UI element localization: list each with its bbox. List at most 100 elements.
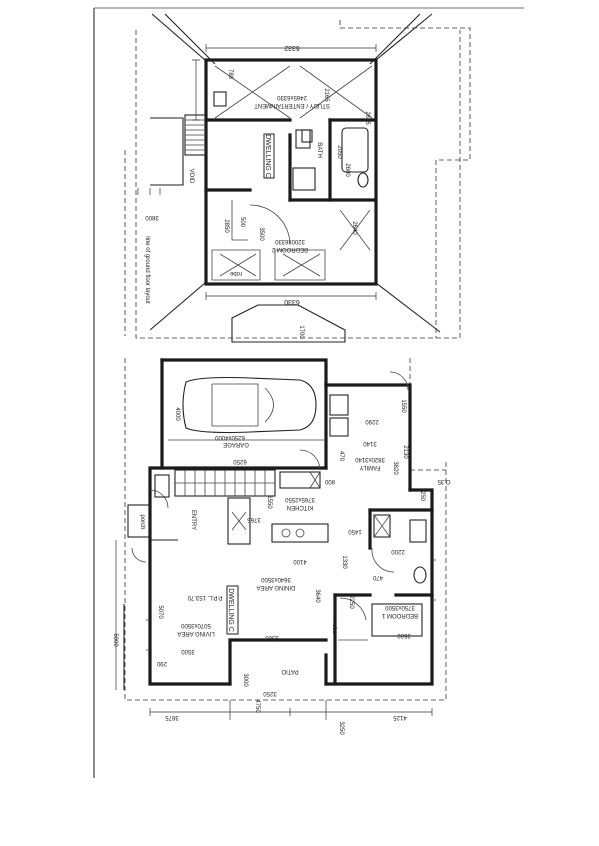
sink-icon <box>281 528 291 538</box>
porch-box <box>127 504 151 538</box>
ground-dim-6250: 6250 <box>233 458 247 464</box>
upper-dim-2050: 2050 <box>336 145 342 159</box>
ground-wall-right <box>324 488 434 686</box>
ground-dim-3000: 3000 <box>242 673 248 687</box>
ground-dim-290: 290 <box>156 660 167 666</box>
ground-dim-3875: 3875 <box>165 714 179 720</box>
fridge-icon <box>227 497 251 545</box>
ground-dim-2130: 2130 <box>402 445 408 459</box>
balcony-rail <box>150 117 184 186</box>
cooktop-icon <box>279 471 321 489</box>
ground-dim-3250b: 3250 <box>338 721 344 735</box>
ground-dim-3500b: 3500 <box>265 634 279 640</box>
family-name: FAMILY <box>360 464 381 470</box>
porch-label: porch <box>139 514 145 529</box>
ground-dim-3765: 3765 <box>247 516 261 522</box>
ensuite-vanity-icon <box>409 519 427 543</box>
window-markers <box>146 559 436 651</box>
upper-dim-1700: 1700 <box>298 325 304 339</box>
roof-hip-lines <box>149 13 441 333</box>
vanity-icon <box>295 129 311 149</box>
bed-icon <box>211 249 326 281</box>
fridge-cross-icon <box>231 511 247 531</box>
ground-dim-1330: 1330 <box>341 555 347 569</box>
ground-dim-3500: 3500 <box>181 648 195 654</box>
ground-dwelling-label: DWELLING C <box>227 588 234 632</box>
ground-dim-O35: O.35 <box>437 478 451 484</box>
porch-door-swing <box>131 547 147 563</box>
ground-dim-1550b: 1550 <box>266 495 272 509</box>
upper-dim-500: 500 <box>239 217 245 228</box>
living-name: LIVING AREA <box>177 630 214 636</box>
ground-dim-3500c: 3500 <box>397 632 411 638</box>
garage-size: 6250x4000 <box>214 434 244 440</box>
kitchen-size: 3765x2550 <box>284 496 314 502</box>
bedroom2-door-swing <box>249 204 291 246</box>
void-cross-lines <box>214 65 373 119</box>
ground-dim-3820: 3820 <box>392 461 398 475</box>
void-posts <box>137 188 161 195</box>
upper-dwelling-label: DWELLING C <box>264 134 271 178</box>
bath-label: BATH <box>316 142 322 158</box>
ground-wall-patio-top <box>228 638 328 686</box>
bedroom2-name: BEDROOM 2 <box>271 246 308 252</box>
entertainment-name: STUDY / ENTERTAINMENT <box>254 102 330 108</box>
ground-dim-1450: 1450 <box>348 528 362 534</box>
toilet-icon <box>357 172 369 188</box>
kitchen-name: KITCHEN <box>287 504 313 510</box>
dining-size: 3640x3500 <box>260 576 290 582</box>
bottom-dimension-line <box>205 292 377 300</box>
shower-icon <box>292 167 316 191</box>
bedroom1-size: 3750x3500 <box>384 604 414 610</box>
left-dimension-line <box>192 59 200 121</box>
ensuite-shower-cross <box>373 514 391 538</box>
upper-dim-2675: 2675 <box>364 111 370 125</box>
bedroom1-name: BEDROOM 1 <box>381 612 418 618</box>
entry-door-swing <box>149 489 169 509</box>
patio-label: PATIO <box>281 668 298 674</box>
upper-bottom-dim: 6330 <box>284 298 300 305</box>
ensuite-toilet-icon <box>413 566 427 584</box>
family-door-swing <box>389 371 409 391</box>
void-label: VOID <box>188 169 194 184</box>
ground-dim-3250: 3250 <box>263 690 277 696</box>
patio-dimension-ticks <box>229 700 327 720</box>
ground-dim-3640: 3640 <box>314 589 320 603</box>
ensuite-door-swing <box>371 547 395 573</box>
laundry-tub-icon <box>329 394 349 416</box>
car-icon <box>182 376 317 434</box>
bed-cross-icon <box>219 253 321 277</box>
ground-robe-label: robe <box>331 622 337 635</box>
ensuite-shower-icon <box>373 514 391 538</box>
upper-dim-3500: 3500 <box>258 227 264 241</box>
ground-wall-left <box>148 358 232 686</box>
ground-wall-garage-top <box>160 358 328 387</box>
ground-wall-family <box>324 383 412 492</box>
upper-exterior-wall <box>204 58 378 286</box>
ground-dim-470b: 470 <box>372 574 383 580</box>
ground-stair <box>174 469 276 497</box>
sink-icon-2 <box>295 528 305 538</box>
pantry-cross-icon <box>309 471 321 489</box>
ground-bottom-dimension-line <box>149 708 433 716</box>
ground-dim-4125: 4125 <box>393 714 407 720</box>
upper-site-outline <box>339 20 471 338</box>
ground-dim-470: 470 <box>338 451 344 462</box>
ppl-label: P.P.L. 153.70 <box>187 594 222 600</box>
ground-dim-4750: 4750 <box>254 699 260 713</box>
ground-site-outline <box>124 358 447 701</box>
upper-dim-780: 780 <box>227 69 233 80</box>
upper-dim-2850: 2850 <box>223 219 229 233</box>
ground-dim-2200: 2200 <box>391 548 405 554</box>
ground-dim-5070: 5070 <box>157 605 163 619</box>
top-dimension-line <box>205 44 377 52</box>
upper-stair <box>184 114 207 156</box>
washer-icon <box>329 417 349 437</box>
garage-name: GARAGE <box>223 441 249 447</box>
ground-floor: DWELLING C 6250x4000 GARAGE 4000 6250 22… <box>112 358 451 735</box>
entry-label: ENTRY <box>190 510 196 530</box>
ground-dim-4000: 4000 <box>174 407 180 421</box>
ground-dwelling-box <box>226 585 239 635</box>
roof-bay-shape <box>231 304 346 343</box>
